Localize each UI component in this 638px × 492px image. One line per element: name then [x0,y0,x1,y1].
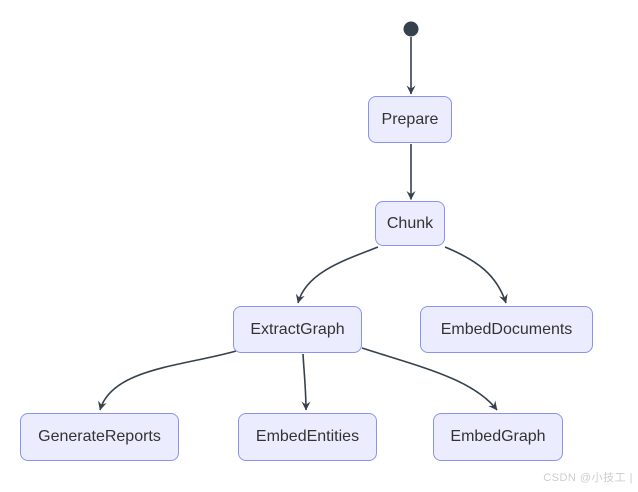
node-generatereports: GenerateReports [20,413,179,461]
node-embedentities: EmbedEntities [238,413,377,461]
edge-extractgraph-to-embedgraph [361,347,498,411]
edge-extractgraph-to-embedentities [301,353,311,411]
edge-chunk-to-embeddocuments [444,246,508,304]
node-chunk: Chunk [375,201,445,246]
start-state-node [403,21,419,37]
watermark-text: CSDN @小技工 | [543,472,633,484]
edge-extractgraph-to-generatereports [98,350,237,411]
node-extractgraph: ExtractGraph [233,306,362,353]
node-prepare: Prepare [368,96,452,143]
node-embeddocuments: EmbedDocuments [420,306,593,353]
node-embedgraph: EmbedGraph [433,413,563,461]
edge-chunk-to-extractgraph [295,246,379,304]
